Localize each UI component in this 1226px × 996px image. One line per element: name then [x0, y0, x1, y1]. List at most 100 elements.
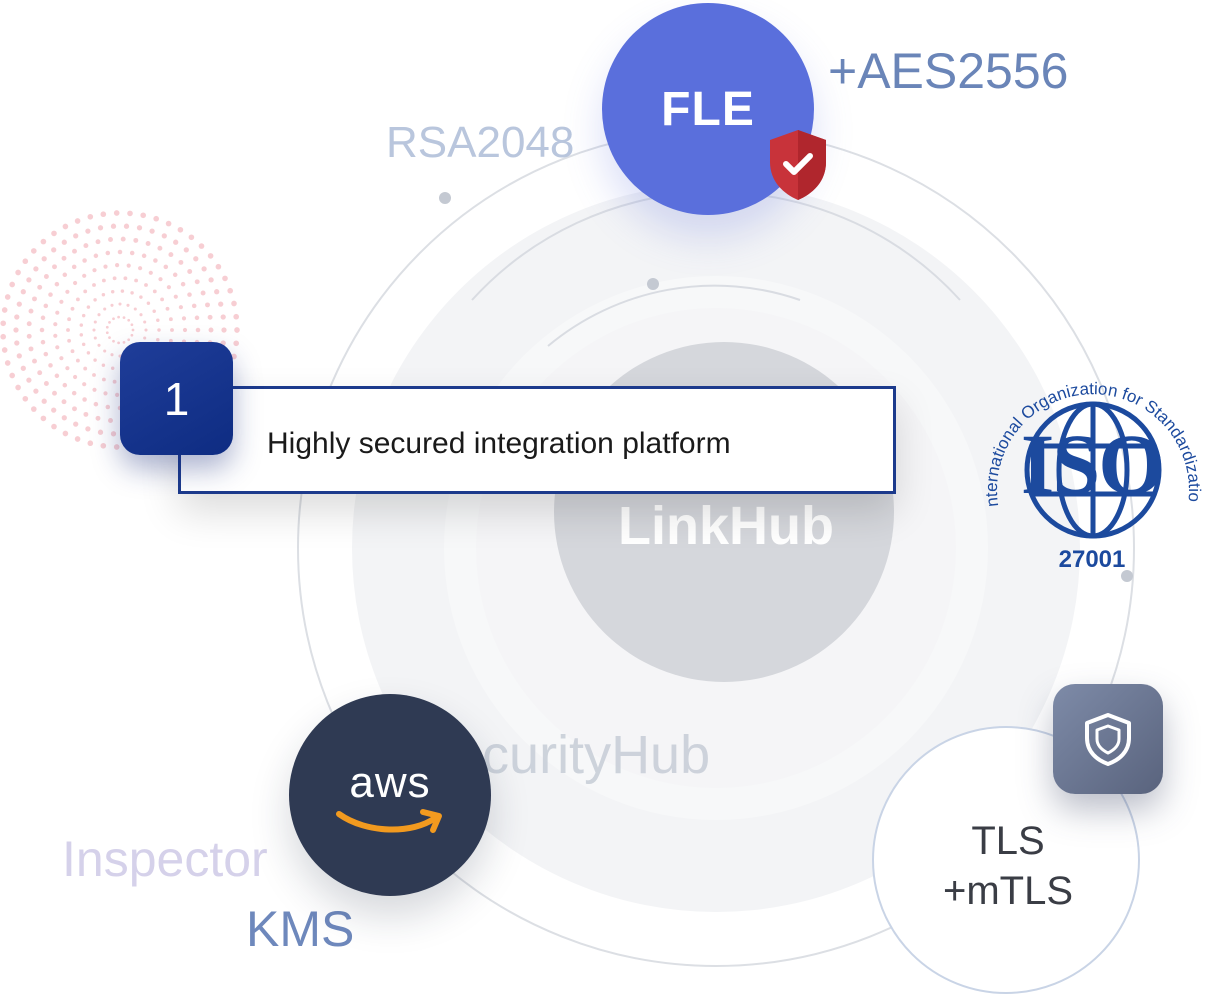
decor-dot: [26, 277, 32, 283]
center-brand: LinkHub: [618, 496, 834, 556]
decor-dot: [53, 333, 58, 338]
decor-dot: [144, 328, 148, 332]
decor-dot: [103, 391, 108, 396]
decor-dot: [92, 387, 97, 392]
iso-word: ISO: [1020, 416, 1165, 512]
decor-dot: [141, 253, 147, 259]
decor-dot: [120, 236, 126, 242]
decor-dot: [92, 283, 96, 287]
decor-dot: [81, 342, 86, 347]
decor-dot: [73, 421, 79, 427]
decor-dot: [62, 223, 69, 230]
decor-dot: [149, 228, 155, 234]
decor-dot: [112, 276, 117, 281]
decor-dot: [62, 430, 69, 437]
decor-dot: [97, 429, 104, 435]
decor-dot: [93, 320, 97, 324]
decor-dot: [158, 277, 163, 282]
decor-dot: [181, 316, 187, 321]
decor-dot: [140, 212, 147, 219]
decor-dot: [52, 390, 57, 396]
decor-dot: [148, 270, 153, 275]
tls-line-1: TLS: [971, 819, 1045, 863]
decor-dot: [153, 258, 158, 263]
decor-dot: [13, 327, 19, 333]
decor-dot: [112, 379, 117, 384]
decor-dot: [112, 317, 115, 321]
decor-dot: [233, 340, 240, 347]
decor-dot: [48, 292, 53, 297]
decor-dot: [40, 238, 47, 245]
tls-label: TLS +mTLS: [874, 816, 1142, 916]
decor-dot: [130, 333, 134, 337]
decor-dot: [165, 306, 170, 311]
decor-dot: [207, 314, 213, 320]
decor-dot: [170, 328, 174, 332]
decor-dot: [75, 297, 80, 302]
decor-dot: [15, 269, 21, 276]
decor-dot: [173, 239, 179, 245]
decor-dot: [54, 373, 60, 379]
decor-dot: [178, 305, 183, 310]
decor-dot: [103, 349, 107, 353]
decor-dot: [70, 306, 75, 311]
aws-badge: aws: [289, 694, 491, 896]
decor-dot: [92, 268, 97, 273]
decor-dot: [118, 302, 122, 306]
decor-dot: [105, 331, 109, 335]
globe-icon: International Organization for Standardi…: [980, 354, 1204, 539]
decor-dot: [9, 372, 16, 379]
decor-dot: [48, 363, 53, 368]
decor-dot: [198, 243, 205, 249]
decor-dot: [71, 390, 77, 396]
decor-dot: [74, 436, 81, 442]
decor-dot: [16, 353, 22, 359]
decor-dot: [65, 289, 70, 294]
decor-dot: [61, 239, 67, 245]
decor-dot: [41, 256, 47, 262]
decor-dot: [127, 318, 131, 322]
fle-label: FLE: [661, 82, 755, 136]
decor-dot: [173, 294, 178, 299]
decor-dot: [65, 366, 70, 371]
decor-dot: [208, 327, 214, 333]
decor-dot: [108, 336, 111, 339]
decor-dot: [108, 418, 113, 423]
decor-dot: [70, 349, 75, 354]
decor-dot: [51, 423, 57, 430]
decor-dot: [43, 274, 49, 279]
decor-dot: [97, 343, 101, 347]
decor-dot: [71, 264, 77, 270]
decor-dot: [28, 346, 34, 352]
decor-dot: [73, 233, 79, 239]
decor-dot: [120, 289, 125, 293]
decor-dot: [52, 264, 57, 270]
decor-dot: [16, 301, 22, 307]
decor-dot: [129, 250, 135, 256]
decor-dot: [110, 289, 115, 294]
decor-dot: [55, 310, 60, 315]
decor-dot: [220, 314, 226, 320]
decor-dot: [188, 234, 195, 241]
decor-dot: [66, 328, 70, 332]
decor-dot: [115, 263, 120, 268]
decor-dot: [146, 301, 151, 306]
decor-dot: [75, 358, 80, 363]
decor-dot: [43, 303, 49, 309]
decor-dot: [165, 220, 172, 227]
decor-dot: [193, 256, 199, 262]
decor-dot: [234, 327, 240, 333]
decor-dot: [61, 415, 67, 421]
decor-dot: [187, 269, 193, 274]
decor-dot: [153, 215, 160, 222]
decor-dot: [115, 392, 120, 397]
decor-dot: [152, 309, 156, 313]
decor-dot: [110, 431, 117, 437]
decor-dot: [26, 377, 32, 383]
decor-dot: [82, 273, 87, 278]
decor-dot: [72, 406, 77, 412]
decor-dot: [101, 292, 106, 297]
decor-dot: [59, 299, 64, 304]
decor-dot: [103, 264, 108, 269]
decor-dot: [1, 347, 8, 353]
